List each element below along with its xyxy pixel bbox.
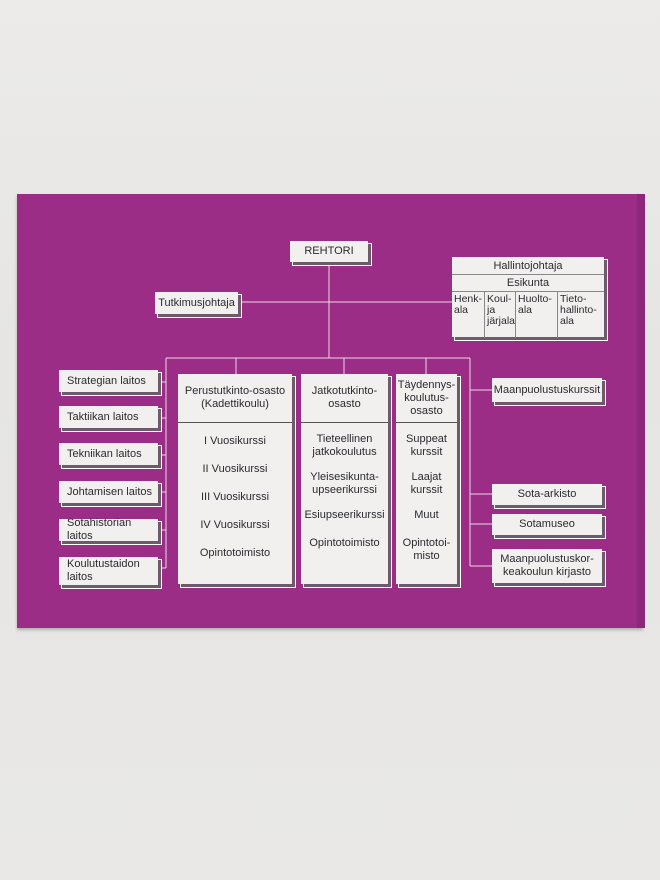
list-item: Muut: [414, 509, 439, 521]
war-archive-box: Sota-arkisto: [492, 484, 602, 505]
admin-director-title: Hallintojohtaja: [452, 257, 604, 275]
department-box: Johtamisen laitos: [59, 481, 158, 503]
list-item: Opintotoi- misto: [402, 537, 451, 562]
list-item: I Vuosikurssi: [204, 435, 266, 447]
department-box: Strategian laitos: [59, 370, 158, 392]
list-item: Laajat kurssit: [410, 471, 443, 496]
war-museum-box: Sotamuseo: [492, 514, 602, 535]
basic-degree-column: Perustutkinto-osasto (Kadettikoulu) I Vu…: [178, 374, 292, 584]
department-box: Sotahistorian laitos: [59, 517, 158, 542]
library-box: Maanpuolustuskor- keakoulun kirjasto: [492, 549, 602, 583]
list-item: Esiupseerikurssi: [304, 509, 385, 521]
admin-unit: Henk- ala: [452, 292, 485, 338]
list-item: Yleisesikunta- upseerikurssi: [310, 471, 379, 496]
list-item: IV Vuosikurssi: [200, 519, 270, 531]
department-box: Koulutustaidon laitos: [59, 557, 158, 585]
admin-director-block: Hallintojohtaja Esikunta Henk- ala Koul-…: [452, 257, 604, 338]
national-defence-courses-box: Maanpuolustuskurssit: [492, 378, 602, 402]
staff-title: Esikunta: [452, 275, 604, 292]
rector-box: REHTORI: [290, 241, 368, 262]
list-item: Opintotoimisto: [199, 547, 271, 559]
column-title: Perustutkinto-osasto (Kadettikoulu): [178, 374, 292, 423]
column-title: Jatkotutkinto- osasto: [301, 374, 388, 423]
admin-units: Henk- ala Koul- ja järjala Huolto- ala T…: [452, 292, 604, 338]
list-item: II Vuosikurssi: [202, 463, 268, 475]
list-item: Tieteellinen jatkokoulutus: [312, 433, 377, 458]
department-box: Tekniikan laitos: [59, 443, 158, 465]
column-title: Täydennys- koulutus- osasto: [396, 374, 457, 423]
admin-unit: Koul- ja järjala: [485, 292, 516, 338]
list-item: Suppeat kurssit: [406, 433, 447, 458]
admin-unit: Tieto- hallinto- ala: [560, 293, 597, 327]
continuing-education-column: Täydennys- koulutus- osasto Suppeat kurs…: [396, 374, 457, 584]
list-item: III Vuosikurssi: [200, 491, 270, 503]
list-item: Opintotoimisto: [309, 537, 380, 549]
department-box: Taktiikan laitos: [59, 406, 158, 428]
research-director-box: Tutkimusjohtaja: [155, 292, 238, 314]
further-degree-column: Jatkotutkinto- osasto Tieteellinen jatko…: [301, 374, 388, 584]
admin-unit: Huolto- ala: [516, 292, 558, 338]
sheet-edge: [637, 194, 645, 628]
